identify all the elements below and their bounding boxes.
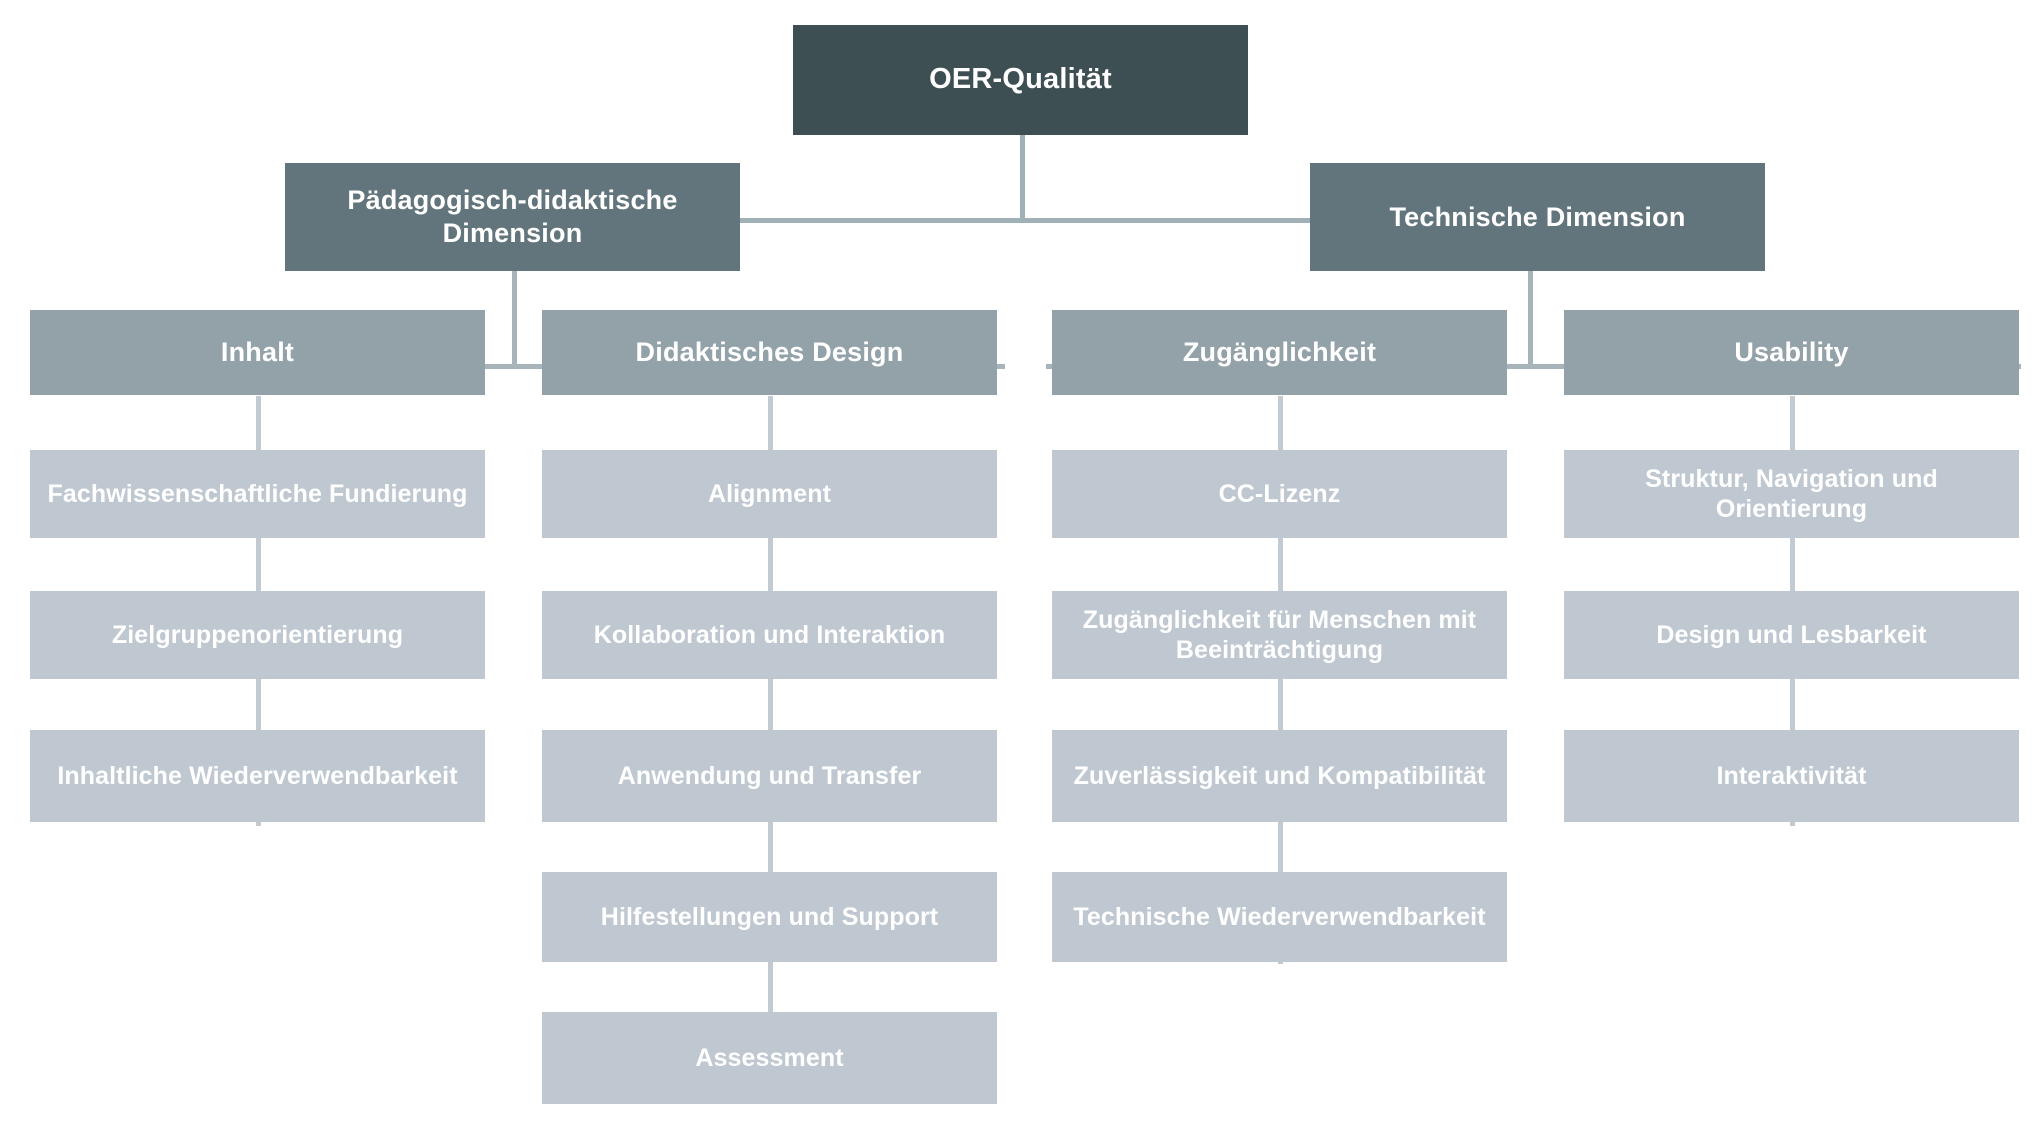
node-criterion-usability-3[interactable]: Interaktivität [1564,730,2019,822]
node-label: Alignment [707,479,832,508]
node-label: Inhaltliche Wiederverwendbarkeit [57,761,458,790]
node-category-zugaenglichkeit[interactable]: Zugänglichkeit [1052,310,1507,395]
node-label: Zuverlässigkeit und Kompatibilität [1073,761,1486,790]
node-label: Technische Wiederverwendbarkeit [1073,902,1486,931]
node-category-inhalt[interactable]: Inhalt [30,310,485,395]
node-criterion-zugaenglichkeit-2[interactable]: Zugänglichkeit für Menschen mit Beeinträ… [1052,591,1507,679]
node-label: CC-Lizenz [1218,479,1341,508]
node-category-didaktisches-design[interactable]: Didaktisches Design [542,310,997,395]
node-category-usability[interactable]: Usability [1564,310,2019,395]
node-technische-dimension[interactable]: Technische Dimension [1310,163,1765,271]
node-criterion-didaktisches-design-3[interactable]: Anwendung und Transfer [542,730,997,822]
node-label: Design und Lesbarkeit [1656,620,1927,649]
connector-technical-stem [1528,270,1533,368]
node-criterion-didaktisches-design-2[interactable]: Kollaboration und Interaktion [542,591,997,679]
node-criterion-usability-2[interactable]: Design und Lesbarkeit [1564,591,2019,679]
node-oer-qualitaet[interactable]: OER-Qualität [793,25,1248,135]
node-label: Usability [1734,337,1849,368]
node-criterion-didaktisches-design-4[interactable]: Hilfestellungen und Support [542,872,997,962]
node-criterion-usability-1[interactable]: Struktur, Navigation und Orientierung [1564,450,2019,538]
connector-zugaenglichkeit-spine [1278,396,1283,964]
node-label: Interaktivität [1716,761,1867,790]
node-criterion-zugaenglichkeit-4[interactable]: Technische Wiederverwendbarkeit [1052,872,1507,962]
node-paedagogisch-didaktische-dimension[interactable]: Pädagogisch-didaktische Dimension [285,163,740,271]
node-label: Anwendung und Transfer [617,761,922,790]
node-criterion-zugaenglichkeit-1[interactable]: CC-Lizenz [1052,450,1507,538]
node-label: Hilfestellungen und Support [600,902,939,931]
node-label: Zielgruppenorientierung [111,620,404,649]
node-label: Fachwissenschaftliche Fundierung [47,479,468,508]
node-label: Struktur, Navigation und Orientierung [1645,464,1938,524]
node-label: Assessment [695,1043,844,1072]
node-criterion-didaktisches-design-1[interactable]: Alignment [542,450,997,538]
node-label: Inhalt [220,337,295,368]
connector-pedagogic-category-bus [30,364,1005,369]
node-criterion-inhalt-2[interactable]: Zielgruppenorientierung [30,591,485,679]
connector-root-stem [1020,134,1025,220]
node-label: Pädagogisch-didaktische Dimension [347,185,678,248]
node-label: Zugänglichkeit [1182,337,1377,368]
node-criterion-inhalt-1[interactable]: Fachwissenschaftliche Fundierung [30,450,485,538]
node-label: Kollaboration und Interaktion [593,620,946,649]
node-criterion-inhalt-3[interactable]: Inhaltliche Wiederverwendbarkeit [30,730,485,822]
node-label: Technische Dimension [1389,201,1686,232]
connector-dimension-bus [735,218,1315,223]
connector-technical-category-bus [1046,364,2021,369]
node-criterion-didaktisches-design-5[interactable]: Assessment [542,1012,997,1104]
node-label: OER-Qualität [929,63,1112,96]
node-label: Zugänglichkeit für Menschen mit Beeinträ… [1082,605,1477,665]
node-label: Didaktisches Design [635,337,904,368]
connector-pedagogic-stem [512,270,517,368]
node-criterion-zugaenglichkeit-3[interactable]: Zuverlässigkeit und Kompatibilität [1052,730,1507,822]
